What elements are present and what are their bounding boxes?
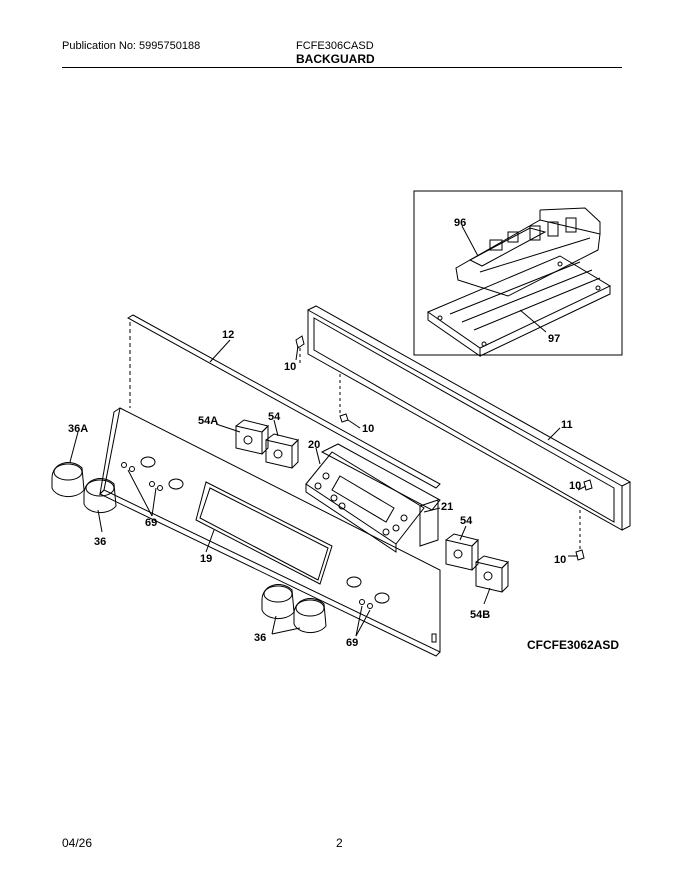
overlay-21 bbox=[320, 443, 441, 547]
electronic-control-20 bbox=[305, 451, 425, 553]
screw-10 bbox=[295, 335, 593, 561]
spacer-69 bbox=[121, 462, 373, 609]
callout-54: 54 bbox=[268, 411, 281, 423]
mounting-bracket-97 bbox=[426, 255, 612, 357]
callout-10: 10 bbox=[554, 554, 566, 566]
page-number: 2 bbox=[336, 836, 343, 850]
callout-69: 69 bbox=[145, 517, 157, 529]
infinite-switch-54B bbox=[475, 555, 509, 593]
callout-96: 96 bbox=[454, 217, 466, 229]
callout-54B: 54B bbox=[470, 609, 490, 621]
infinite-switch-54A bbox=[235, 419, 269, 455]
backguard-panel-12 bbox=[126, 314, 441, 489]
callout-10: 10 bbox=[284, 361, 296, 373]
callout-10: 10 bbox=[569, 480, 581, 492]
header-divider bbox=[62, 67, 622, 68]
callout-97: 97 bbox=[548, 333, 560, 345]
callout-36: 36 bbox=[94, 536, 106, 548]
section-title: BACKGUARD bbox=[296, 52, 375, 66]
callout-36A: 36A bbox=[68, 423, 88, 435]
control-panel-19 bbox=[99, 407, 441, 657]
callout-19: 19 bbox=[200, 553, 212, 565]
callout-69: 69 bbox=[346, 637, 358, 649]
leader-lines bbox=[69, 225, 587, 637]
callout-36: 36 bbox=[254, 632, 266, 644]
knob-36A bbox=[51, 462, 85, 497]
callout-12: 12 bbox=[222, 329, 234, 341]
control-board-96 bbox=[455, 207, 601, 297]
figure-code: CFCFE3062ASD bbox=[527, 638, 619, 652]
callout-54A: 54A bbox=[198, 415, 218, 427]
knob-36 bbox=[83, 478, 327, 633]
callout-54: 54 bbox=[460, 515, 473, 527]
backguard-frame-11 bbox=[299, 305, 632, 552]
callout-10: 10 bbox=[362, 423, 374, 435]
infinite-switch-54 bbox=[265, 433, 479, 571]
inset-box bbox=[413, 190, 623, 356]
callout-20: 20 bbox=[308, 439, 320, 451]
footer-date: 04/26 bbox=[62, 836, 93, 850]
callout-21: 21 bbox=[441, 501, 453, 513]
publication-number: Publication No: 5995750188 bbox=[62, 40, 201, 52]
callout-11: 11 bbox=[561, 419, 573, 431]
callout-labels: 96 97 12 10 10 11 10 10 36A 54A 54 20 21… bbox=[68, 217, 619, 652]
model-number: FCFE306CASD bbox=[296, 40, 374, 52]
